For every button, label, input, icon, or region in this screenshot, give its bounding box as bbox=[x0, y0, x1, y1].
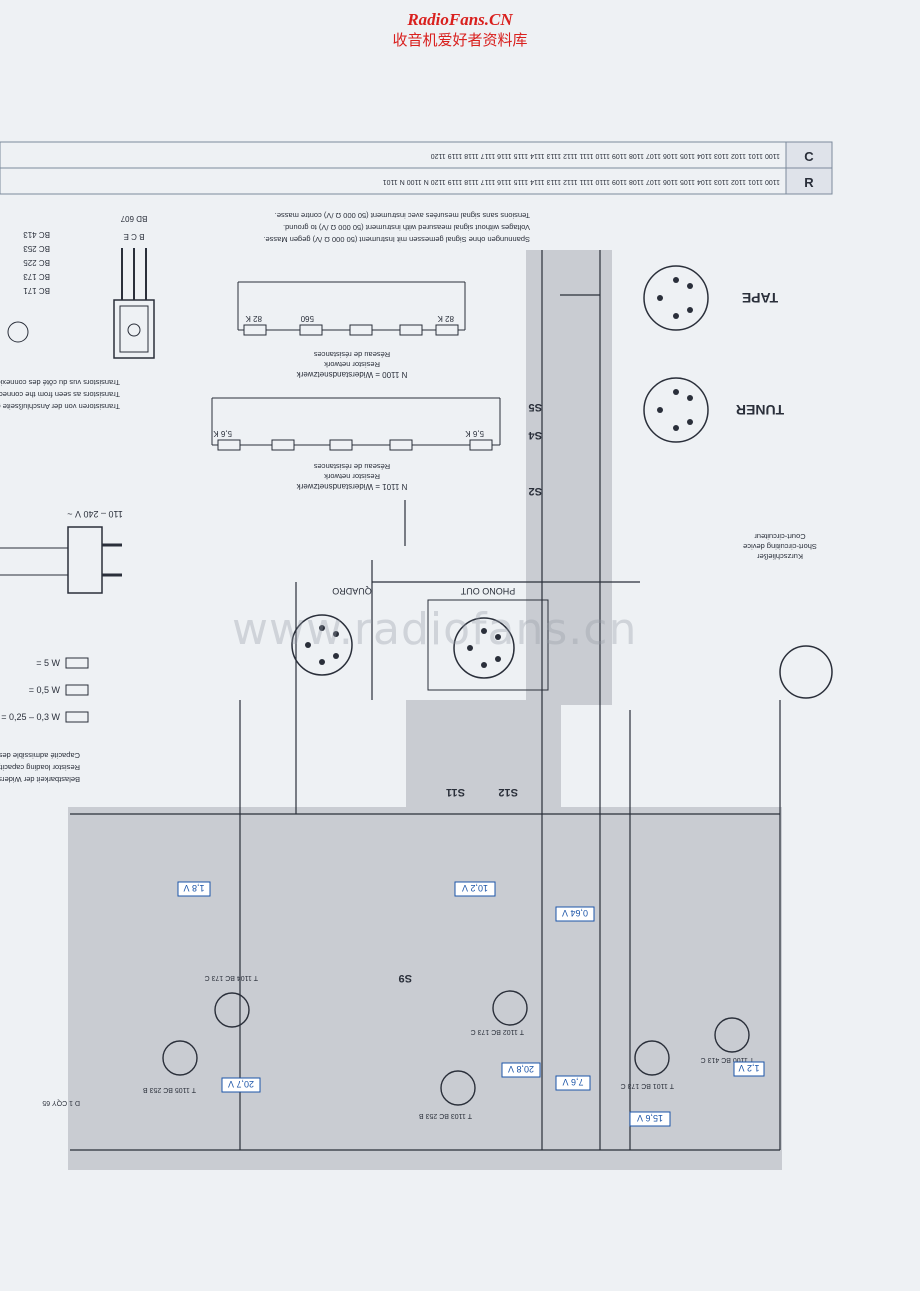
transistor-view-notes: Transistoren von der Anschlußseite geseh… bbox=[0, 378, 120, 411]
bd607-label: BD 607 bbox=[120, 214, 147, 223]
svg-text:BC 413: BC 413 bbox=[23, 230, 50, 239]
svg-text:560: 560 bbox=[300, 314, 314, 323]
svg-text:BC 253: BC 253 bbox=[23, 244, 50, 253]
svg-text:= 0,25 – 0,3 W: = 0,25 – 0,3 W bbox=[1, 712, 60, 722]
svg-text:T 1102 BC 173 C: T 1102 BC 173 C bbox=[471, 1028, 524, 1035]
svg-text:1,8 V: 1,8 V bbox=[183, 883, 204, 893]
svg-text:0,64 V: 0,64 V bbox=[562, 908, 588, 918]
svg-text:T 1100 BC 413 C: T 1100 BC 413 C bbox=[701, 1056, 754, 1063]
watermark: www.radiofans.cn bbox=[232, 604, 638, 655]
rating-symbols: = 5 W = 0,5 W = 0,25 – 0,3 W bbox=[1, 657, 89, 723]
svg-text:S2: S2 bbox=[529, 485, 542, 497]
rating-legend: Belastbarkeit der Widerstände Resistor l… bbox=[0, 751, 80, 784]
svg-text:Réseau de résistances: Réseau de résistances bbox=[314, 350, 391, 359]
tape-connector: TAPE bbox=[643, 265, 778, 331]
svg-text:S12: S12 bbox=[498, 786, 518, 798]
svg-text:Transistoren von der Anschlußs: Transistoren von der Anschlußseite geseh… bbox=[0, 402, 120, 411]
quadro-label: QUADRO bbox=[332, 586, 372, 596]
to92-outline bbox=[7, 321, 29, 343]
svg-text:Resistor network: Resistor network bbox=[324, 360, 380, 369]
svg-text:Réseau de résistances: Réseau de résistances bbox=[314, 462, 391, 471]
tape-label: TAPE bbox=[742, 290, 778, 306]
svg-text:Capacité admissible des résist: Capacité admissible des résistances bbox=[0, 751, 80, 760]
tuner-connector: TUNER bbox=[643, 377, 784, 443]
svg-text:Kurzschließer: Kurzschließer bbox=[757, 552, 803, 561]
svg-text:20,7 V: 20,7 V bbox=[228, 1079, 254, 1089]
svg-text:BC 171: BC 171 bbox=[23, 286, 50, 295]
svg-text:= 5 W: = 5 W bbox=[36, 658, 60, 668]
svg-text:15,6 V: 15,6 V bbox=[637, 1113, 663, 1123]
site-name: RadioFans.CN bbox=[407, 10, 513, 29]
signal-wiring bbox=[70, 250, 781, 1151]
svg-text:= 0,5 W: = 0,5 W bbox=[29, 685, 61, 695]
n1101-network: Réseau de résistances Resistor network N… bbox=[211, 397, 501, 491]
svg-text:10,2 V: 10,2 V bbox=[462, 883, 488, 893]
svg-text:T 1105 BC 253 B: T 1105 BC 253 B bbox=[143, 1086, 196, 1093]
svg-text:S5: S5 bbox=[529, 401, 542, 413]
site-header: RadioFans.CN 收音机爱好者资料库 bbox=[0, 10, 920, 50]
svg-text:Resistor loading capacity: Resistor loading capacity bbox=[0, 763, 80, 772]
svg-text:Court-circuiteur: Court-circuiteur bbox=[754, 532, 806, 541]
phono-out-connector: PHONO OUT bbox=[427, 586, 549, 691]
bc-transistor-list: BC 171 BC 173 BC 225 BC 253 BC 413 bbox=[23, 230, 50, 295]
svg-text:BC 173: BC 173 bbox=[23, 272, 50, 281]
voltage-notes: Spannungen ohne Signal gemessen mit Inst… bbox=[263, 211, 530, 244]
quadro-connector: QUADRO bbox=[291, 586, 372, 676]
table-row-r-label: R bbox=[804, 175, 814, 190]
site-subtitle: 收音机爱好者资料库 bbox=[392, 31, 528, 49]
svg-text:7,6 V: 7,6 V bbox=[562, 1077, 583, 1087]
phono-out-label: PHONO OUT bbox=[460, 586, 515, 596]
shaded-switch-area bbox=[406, 700, 561, 810]
svg-text:82 K: 82 K bbox=[245, 314, 262, 323]
component-table: C R 1100 1101 1102 1103 1104 1105 1106 1… bbox=[0, 141, 833, 195]
svg-text:82 K: 82 K bbox=[437, 314, 454, 323]
svg-text:5,6 K: 5,6 K bbox=[213, 429, 232, 438]
bce-label: B C E bbox=[124, 232, 145, 241]
voltage-note-de: Spannungen ohne Signal gemessen mit Inst… bbox=[263, 235, 530, 244]
switch-labels: S5 S4 S2 S11 S12 S9 bbox=[399, 401, 542, 984]
transistor-symbols bbox=[162, 990, 750, 1106]
shaded-amplifier-area bbox=[68, 807, 782, 1170]
svg-text:Transistors vus du côté des co: Transistors vus du côté des connexions bbox=[0, 378, 120, 387]
n1101-title: N 1101 = Widerstandsnetzwerk bbox=[296, 482, 408, 491]
svg-text:S11: S11 bbox=[446, 786, 465, 798]
svg-text:Belastbarkeit der Widerstände: Belastbarkeit der Widerstände bbox=[0, 775, 80, 784]
n1100-title: N 1100 = Widerstandsnetzwerk bbox=[296, 370, 408, 379]
svg-text:5,6 K: 5,6 K bbox=[465, 429, 484, 438]
svg-text:Resistor network: Resistor network bbox=[324, 472, 380, 481]
bd607-package: B C E BD 607 bbox=[113, 214, 155, 359]
transistor-labels: T 1100 BC 413 C T 1101 BC 173 C T 1102 B… bbox=[42, 974, 754, 1119]
svg-text:Short-circuiting device: Short-circuiting device bbox=[743, 542, 817, 551]
mains-voltage: 110 – 240 V ~ bbox=[67, 509, 123, 519]
tuner-label: TUNER bbox=[736, 402, 784, 418]
svg-text:S9: S9 bbox=[399, 972, 412, 984]
shaded-input-strip bbox=[526, 250, 612, 705]
svg-text:S4: S4 bbox=[528, 429, 542, 441]
table-row-r-text: 1100 1101 1102 1103 1104 1105 1106 1107 … bbox=[383, 178, 780, 185]
svg-text:T 1103 BC 253 B: T 1103 BC 253 B bbox=[419, 1112, 472, 1119]
diode-label: D 1 CQY 65 bbox=[42, 1099, 80, 1106]
svg-text:Transistors as seen from the c: Transistors as seen from the connection … bbox=[0, 390, 120, 399]
mains-plug: 110 – 240 V ~ bbox=[0, 509, 123, 594]
voltage-note-en: Voltages without signal measured with in… bbox=[283, 223, 530, 232]
table-row-c-text: 1100 1101 1102 1103 1104 1105 1106 1107 … bbox=[431, 152, 780, 159]
svg-text:1,2 V: 1,2 V bbox=[738, 1063, 759, 1073]
voltage-callouts: 1,8 V 10,2 V 0,64 V 20,7 V 20,8 V 7,6 V … bbox=[177, 881, 765, 1127]
svg-text:T 1101 BC 173 C: T 1101 BC 173 C bbox=[621, 1082, 674, 1089]
voltage-note-fr: Tensions sans signal mesurées avec instr… bbox=[275, 211, 530, 220]
short-circuit-device: Court-circuiteur Short-circuiting device… bbox=[743, 532, 833, 699]
svg-text:T 1104 BC 173 C: T 1104 BC 173 C bbox=[205, 974, 258, 981]
n1100-network: Réseau de résistances Resistor network N… bbox=[237, 281, 466, 379]
svg-text:BC 225: BC 225 bbox=[23, 258, 50, 267]
svg-text:20,8 V: 20,8 V bbox=[508, 1064, 534, 1074]
table-row-c-label: C bbox=[804, 149, 814, 164]
